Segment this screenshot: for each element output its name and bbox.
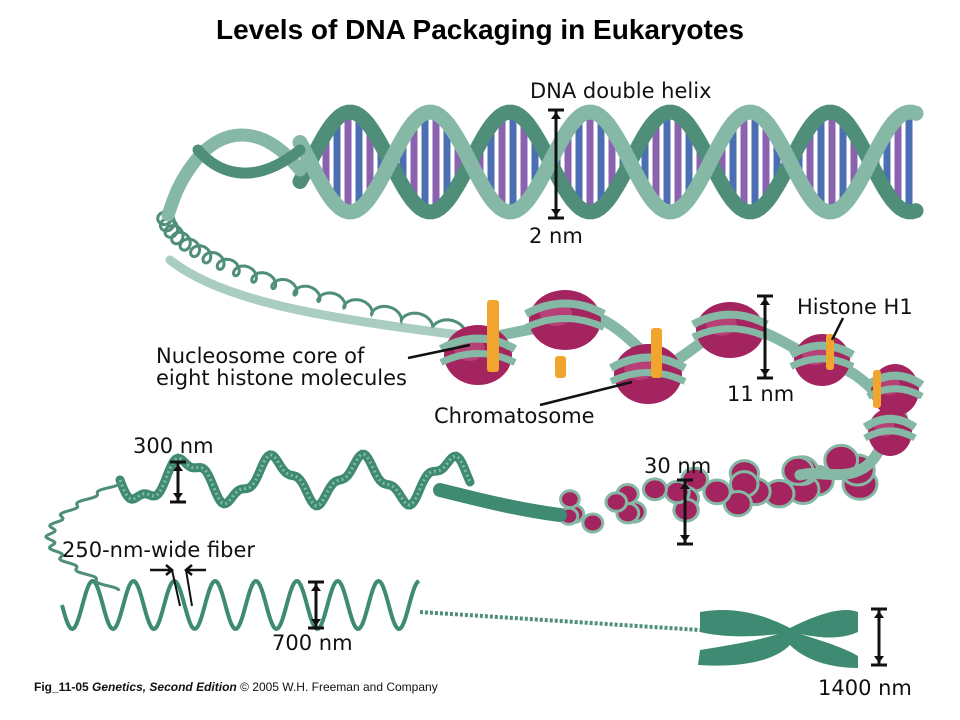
solenoid-bead: [702, 478, 732, 506]
dna-wrap: [866, 385, 924, 400]
label-histone-h1: Histone H1: [797, 295, 913, 319]
leader-chromatosome: [539, 380, 633, 407]
fiber-300nm-coil: [44, 449, 475, 592]
dna-wrap: [789, 355, 855, 370]
nucleosome-beads: [439, 290, 925, 456]
dna-wrap: [609, 369, 687, 385]
tail-coil: [156, 210, 470, 336]
fiber-700nm-coil-line: [60, 578, 421, 632]
tail-straight: [165, 255, 465, 340]
dna-wrap: [865, 371, 925, 389]
dna-wrap: [524, 299, 606, 318]
solenoid-bead: [581, 512, 605, 534]
dim-1400nm: [871, 607, 887, 667]
solenoid-bead: [559, 489, 581, 510]
label-chromatosome: Chromatosome: [434, 404, 595, 428]
label-1400nm: 1400 nm: [818, 676, 912, 700]
solenoid-bead: [641, 477, 668, 502]
caption-fig-id: Fig_11-05: [34, 680, 89, 694]
nucleosome-bead: [862, 408, 918, 456]
dna-wrap: [439, 350, 517, 366]
label-300nm: 300 nm: [133, 434, 214, 458]
dim-700nm: [308, 580, 324, 630]
label-30nm: 30 nm: [644, 454, 712, 478]
histone-h1: [873, 370, 881, 408]
histone-h1: [826, 334, 834, 370]
label-11nm: 11 nm: [727, 382, 795, 406]
solenoid-bead: [604, 491, 629, 513]
dim-250nm-guides: [171, 569, 193, 607]
figure-caption: Fig_11-05 Genetics, Second Edition © 200…: [34, 680, 438, 694]
histone-h1: [651, 328, 662, 378]
solenoid-bead: [722, 489, 753, 518]
label-dna-double-helix: DNA double helix: [530, 79, 712, 103]
dna-double-helix: [161, 104, 924, 222]
dim-30nm: [677, 478, 693, 546]
fiber-to-chromosome: [419, 610, 701, 632]
helix-left-loop-inner: [192, 144, 306, 179]
nucleosome-bead: [865, 364, 925, 416]
caption-copyright: © 2005 W.H. Freeman and Company: [240, 680, 438, 694]
dna-wrap: [788, 341, 856, 359]
nucleosome-bead: [609, 344, 687, 404]
histone-h1: [555, 356, 566, 378]
dim-300nm: [170, 460, 186, 504]
connector-coil: [44, 481, 122, 592]
caption-book: Genetics, Second Edition: [92, 680, 237, 694]
dna-coiled-tail: [156, 210, 470, 340]
fiber-30nm-solenoid: [433, 443, 879, 534]
dim-arrows: [680, 482, 690, 542]
label-2nm: 2 nm: [529, 224, 583, 248]
leader-nucleosome: [407, 343, 471, 360]
label-nucleosome-line1: Nucleosome core of: [156, 344, 365, 368]
nucleosome-bead: [524, 290, 606, 350]
dim-11nm: [757, 294, 773, 380]
fiber-300nm-loops: [115, 449, 475, 511]
dna-wrap: [691, 325, 769, 341]
chromosome-body: [698, 610, 858, 668]
leader-histone-h1: [830, 317, 845, 341]
histone-h1: [487, 300, 499, 372]
dna-wrap: [691, 310, 769, 328]
dna-wrap: [439, 334, 517, 353]
nucleosome-bead: [691, 302, 769, 358]
nucleosome-bead: [788, 334, 856, 386]
dna-wrap: [863, 427, 917, 442]
dna-wrap: [862, 414, 918, 431]
fiber-700nm-coil: [60, 578, 701, 632]
helix-strand-back: [292, 104, 924, 220]
dim-250nm-arrows: [150, 564, 206, 576]
helix-strand-front: [292, 104, 924, 220]
dimension-markers: [150, 108, 887, 667]
dna-wrap: [524, 315, 606, 331]
page-title: Levels of DNA Packaging in Eukaryotes: [215, 14, 745, 45]
dna-wrap: [609, 353, 687, 372]
dim-2nm: [548, 108, 564, 220]
label-250nm-fiber: 250-nm-wide fiber: [62, 538, 256, 562]
label-700nm: 700 nm: [272, 631, 353, 655]
fiber-30nm-tail: [433, 483, 567, 522]
label-nucleosome-line2: eight histone molecules: [156, 366, 407, 390]
metaphase-chromosome: [698, 610, 858, 668]
